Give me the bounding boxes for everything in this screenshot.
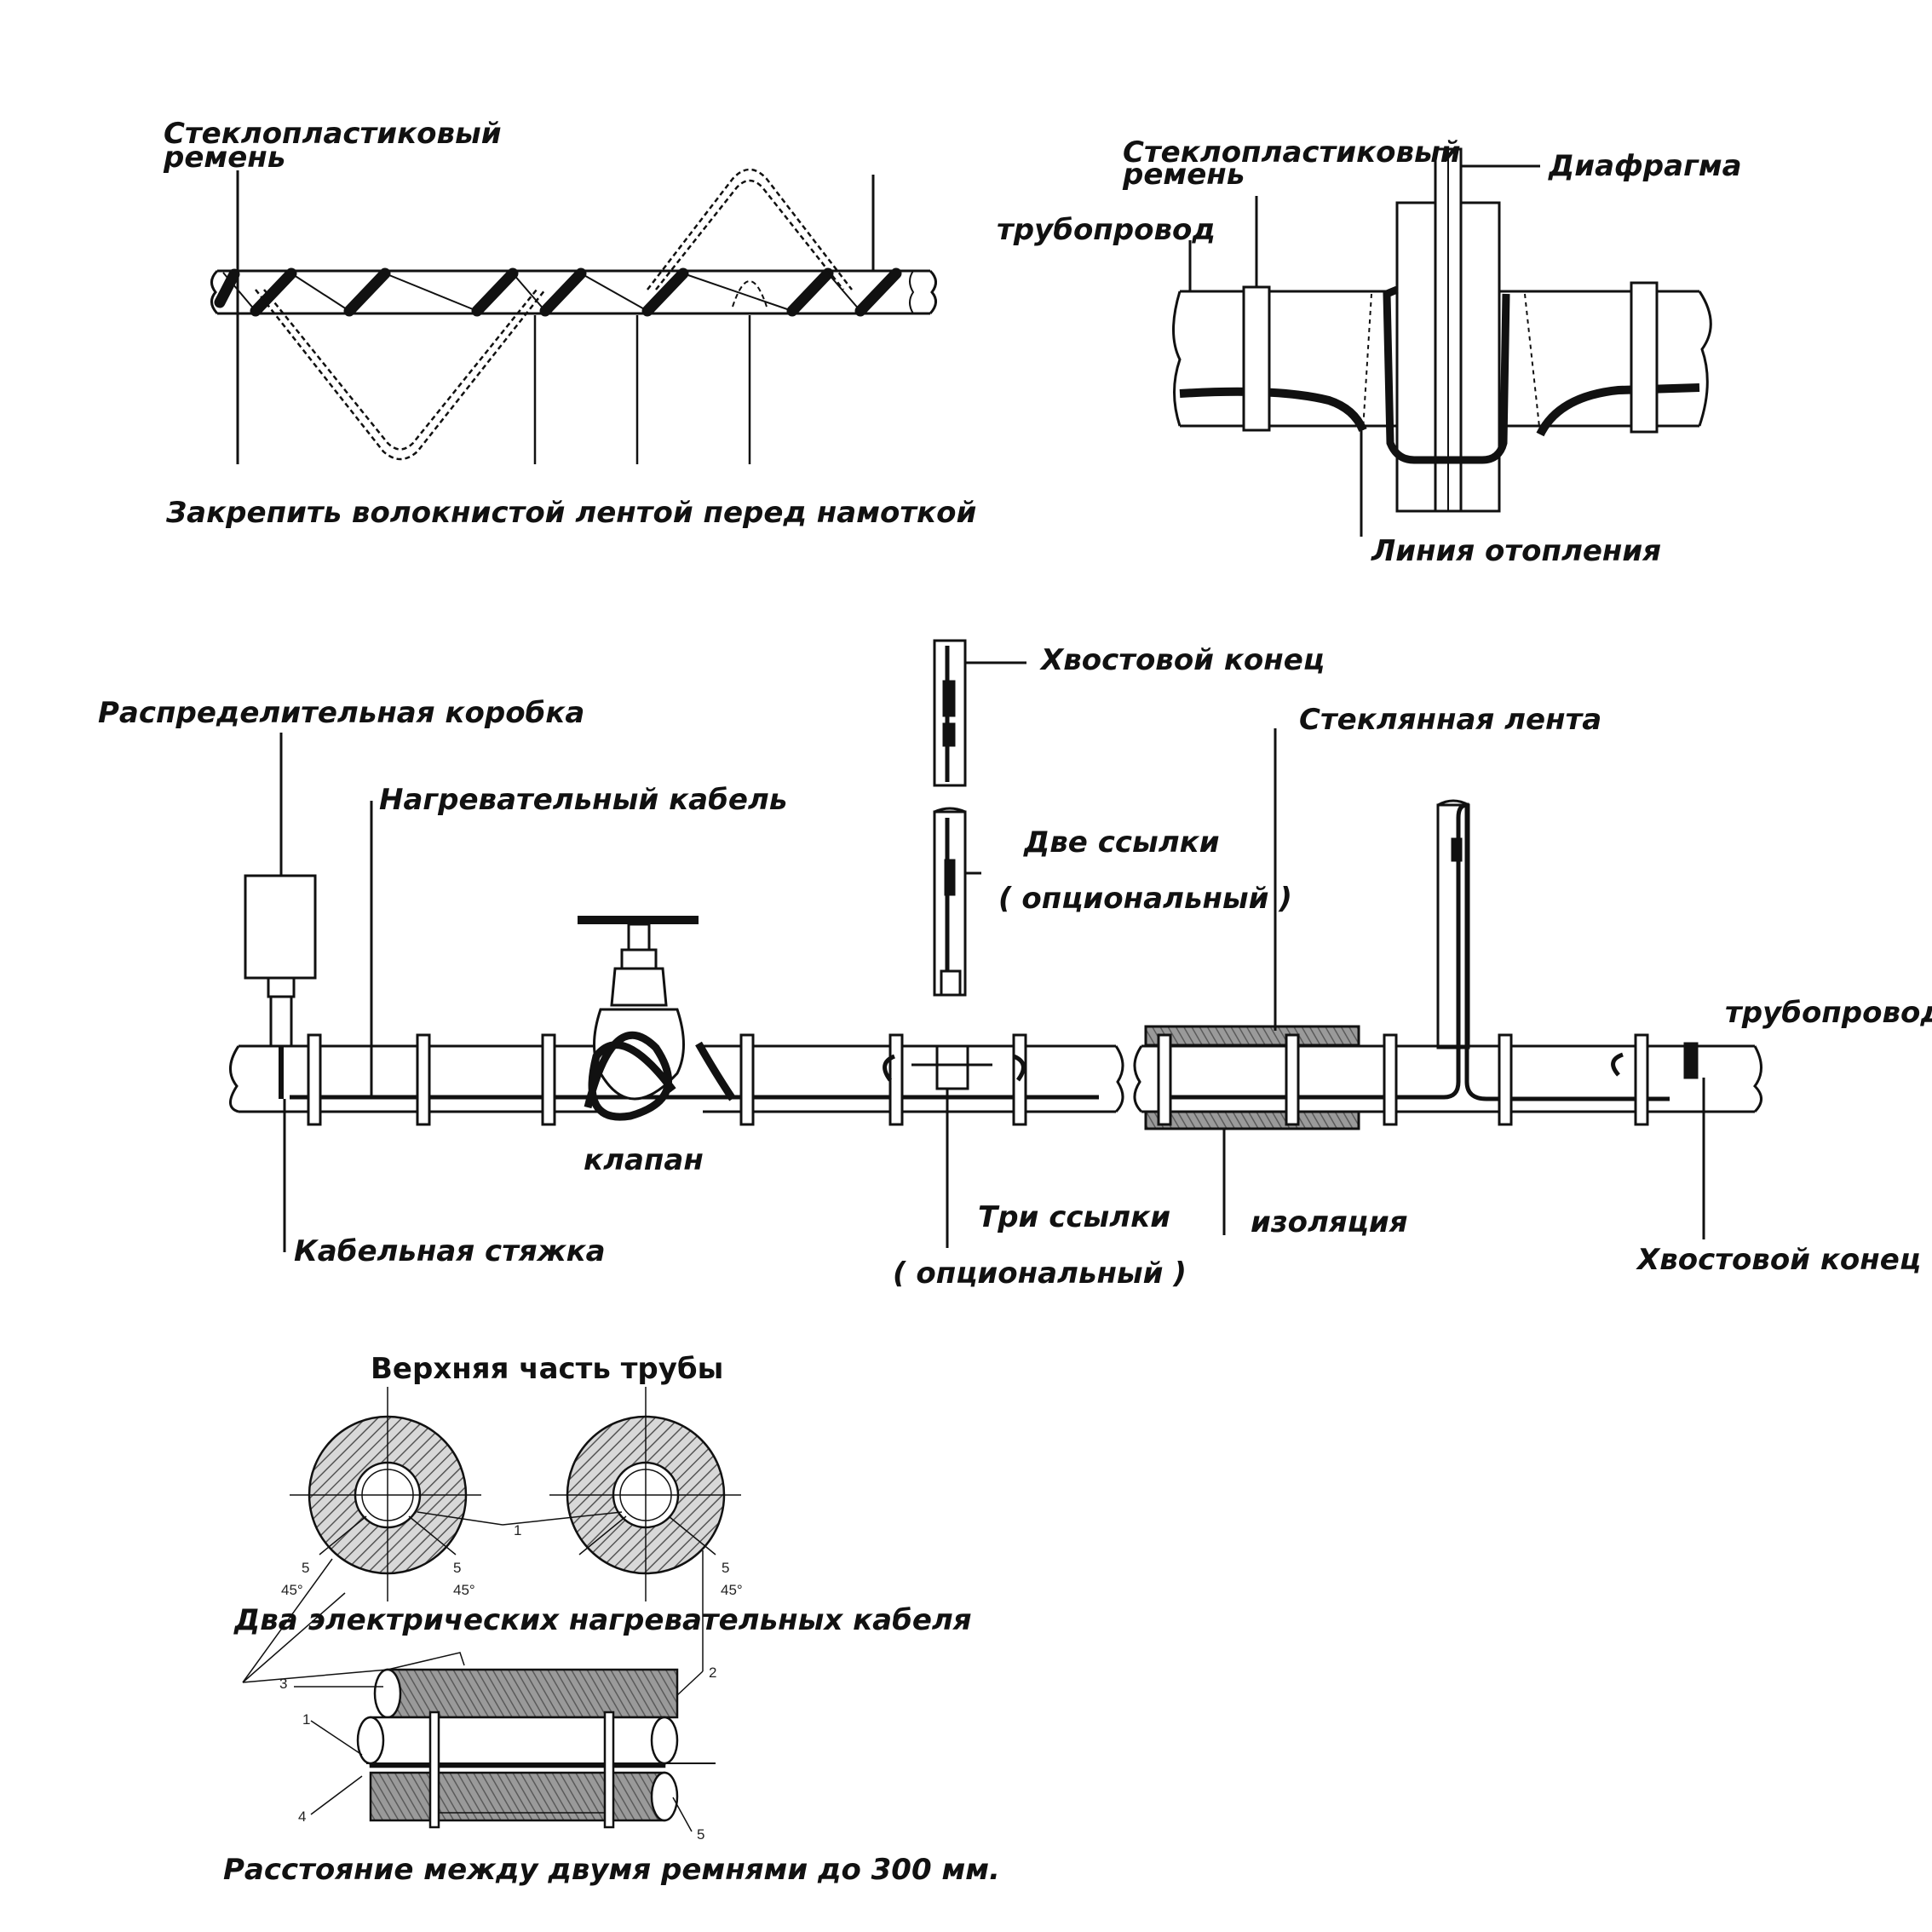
cross-section-drawing [242,1387,741,1832]
two-links-label: Две ссылки [1024,825,1220,860]
cable-tie-label: Кабельная стяжка [294,1234,606,1268]
glass-tape-label: Стеклянная лента [1299,703,1602,737]
insulation-label: изоляция [1251,1205,1408,1239]
tr-belt-label-line2: ремень [1123,158,1245,192]
num-5-c: 5 [722,1560,730,1576]
tr-pipeline-label: трубопровод [997,213,1216,247]
angle-45-a: 45° [281,1582,303,1598]
three-links-optional-label: ( опциональный ) [893,1256,1187,1291]
angle-45-b: 45° [453,1582,475,1598]
spacing-caption: Расстояние между двумя ремнями до 300 мм… [223,1853,1000,1887]
two-links-optional-label: ( опциональный ) [998,882,1292,916]
num-5-b: 5 [453,1560,462,1576]
num-5-d: 5 [697,1826,705,1843]
tail-end-top-label: Хвостовой конец [1041,643,1325,677]
pipeline-label: трубопровод [1725,996,1932,1030]
num-1-top: 1 [514,1522,522,1538]
two-cables-label: Два электрических нагревательных кабеля [234,1603,972,1637]
angle-45-c: 45° [721,1582,743,1598]
spiral-wrap-drawing [210,168,937,464]
num-2: 2 [709,1665,717,1681]
tl-belt-label-line2: ремень [164,141,286,175]
tl-caption: Закрепить волокнистой лентой перед намот… [166,496,977,530]
tr-diaphragm-label: Диафрагма [1549,149,1742,183]
heating-cable-label: Нагревательный кабель [379,783,788,817]
pipeline-assembly-drawing [229,639,1762,1252]
three-links-label: Три ссылки [978,1200,1171,1234]
num-1-bottom: 1 [302,1711,311,1728]
tr-belt-label-line1: Стеклопластиковый [1123,135,1461,170]
pipe-top-label: Верхняя часть трубы [371,1352,724,1386]
junction-box-label: Распределительная коробка [98,696,585,730]
tl-belt-label-line1: Стеклопластиковый [164,117,502,151]
num-3: 3 [279,1676,288,1692]
diaphragm-drawing [1172,147,1712,537]
tail-end-right-label: Хвостовой конец [1637,1243,1922,1277]
num-5-a: 5 [302,1560,310,1576]
tr-heating-line-label: Линия отопления [1371,534,1662,568]
num-4: 4 [298,1808,307,1825]
valve-label: клапан [584,1143,704,1177]
